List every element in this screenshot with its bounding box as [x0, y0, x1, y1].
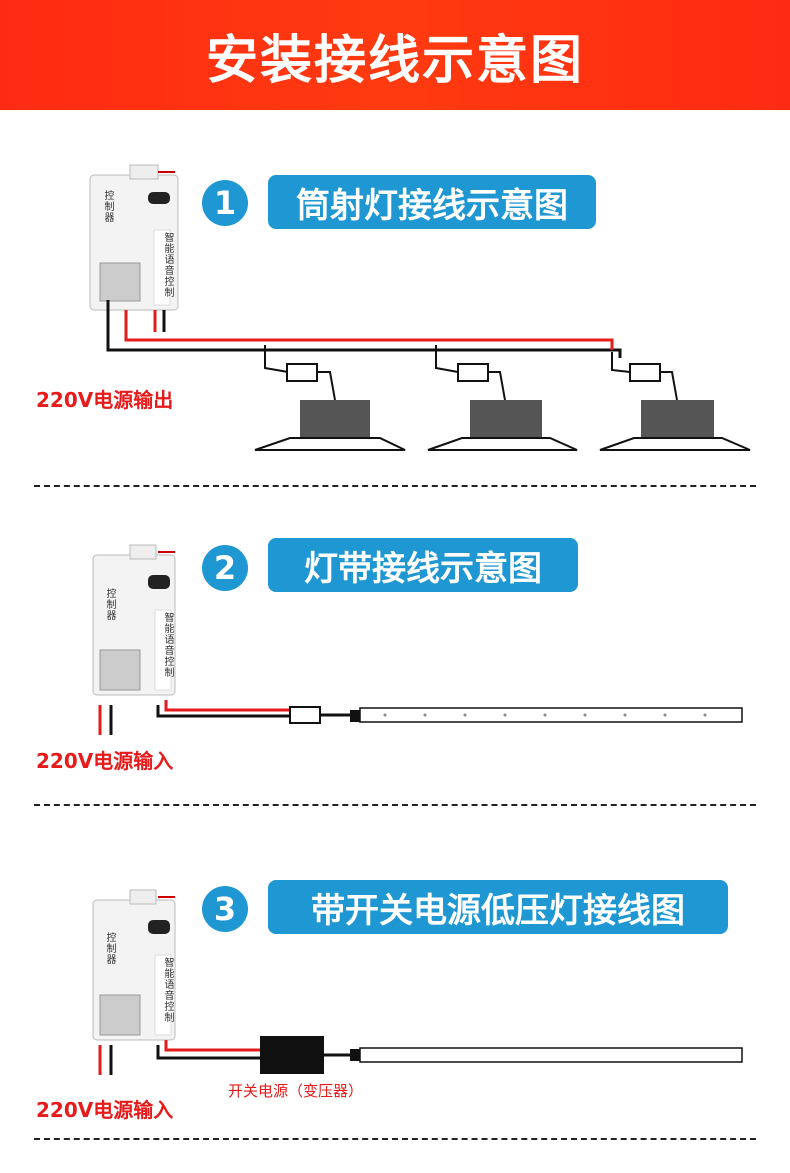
divider-1	[34, 485, 756, 487]
header-banner: 安装接线示意图	[0, 0, 790, 110]
device-left-label-3: 控制器	[104, 932, 115, 965]
page-title: 安装接线示意图	[205, 30, 584, 91]
black-wire-1	[106, 300, 622, 358]
section-3-number: 3	[202, 886, 248, 932]
downlight-3	[599, 352, 751, 451]
section-1-number: 1	[202, 180, 248, 226]
divider-2	[34, 804, 756, 806]
transformer-label: 开关电源（变压器）	[228, 1082, 364, 1100]
section-2-number: 2	[202, 545, 248, 591]
red-wire-1	[124, 310, 614, 350]
section-1-title: 筒射灯接线示意图	[268, 175, 596, 229]
controller-device-2	[92, 544, 176, 696]
section-3-power-label: 220V电源输入	[36, 1098, 174, 1122]
section-2-title: 灯带接线示意图	[268, 538, 578, 592]
device-left-label-1: 控制器	[102, 190, 113, 223]
downlight-2	[427, 345, 578, 451]
downlight-1	[254, 345, 406, 451]
device-right-label-1: 智能语音控制	[162, 232, 173, 298]
device-right-label-3: 智能语音控制	[162, 957, 173, 1023]
led-strip-3	[359, 1047, 743, 1063]
section-3-title: 带开关电源低压灯接线图	[268, 880, 728, 934]
section-2-power-label: 220V电源输入	[36, 749, 174, 773]
controller-device-3	[92, 889, 176, 1041]
controller-device-1	[89, 164, 179, 311]
transformer-box	[260, 1036, 324, 1074]
device-left-label-2: 控制器	[104, 588, 115, 621]
device-right-label-2: 智能语音控制	[162, 612, 173, 678]
section-1-power-label: 220V电源输出	[36, 388, 174, 412]
led-strip-2	[359, 707, 743, 723]
divider-3	[34, 1138, 756, 1140]
